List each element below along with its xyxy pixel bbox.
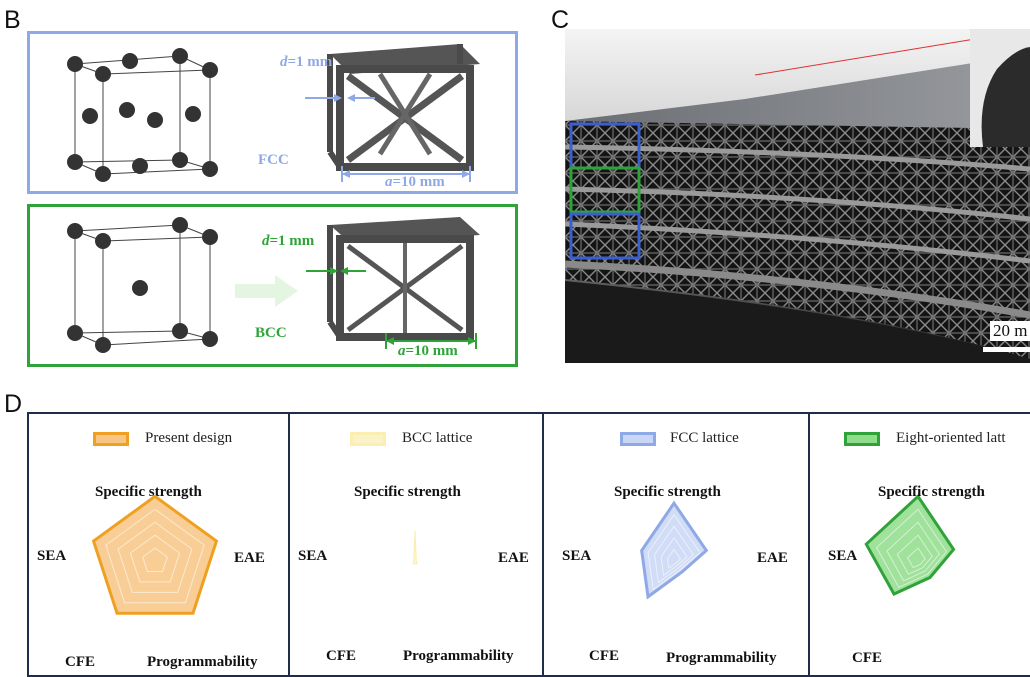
atom bbox=[185, 106, 201, 122]
radar-inner-ring bbox=[660, 536, 688, 577]
atom bbox=[67, 56, 83, 72]
atom bbox=[202, 161, 218, 177]
radar-chart bbox=[91, 494, 219, 615]
atom bbox=[119, 102, 135, 118]
atom bbox=[202, 229, 218, 245]
radar-inner-ring bbox=[886, 521, 940, 582]
axis-label-specific-strength: Specific strength bbox=[354, 484, 461, 500]
radar-panel-fcc-lattice: FCC lattice Specific strength EAE Progra… bbox=[542, 412, 810, 677]
axis-label-sea: SEA bbox=[298, 548, 328, 564]
atom bbox=[95, 233, 111, 249]
axis-label-eae: EAE bbox=[757, 550, 788, 566]
atom bbox=[67, 325, 83, 341]
atom bbox=[67, 223, 83, 239]
legend-swatch bbox=[844, 432, 880, 446]
fcc-atom-diagram bbox=[67, 44, 480, 182]
photo-illustration bbox=[565, 29, 1030, 363]
radar-chart bbox=[412, 530, 418, 565]
atom bbox=[202, 62, 218, 78]
arrow-icon bbox=[235, 275, 298, 307]
fcc-lattice-model bbox=[327, 44, 480, 171]
atom bbox=[172, 48, 188, 64]
legend-swatch bbox=[350, 432, 386, 446]
atom bbox=[95, 166, 111, 182]
atom bbox=[172, 217, 188, 233]
bcc-box: d=1 mm BCC a=10 mm bbox=[27, 204, 518, 367]
atom bbox=[172, 323, 188, 339]
radar-inner-ring bbox=[907, 547, 926, 569]
fcc-a-label: a=10 mm bbox=[385, 174, 445, 190]
bcc-highlight-box bbox=[569, 166, 641, 214]
panel-letter-c: C bbox=[551, 6, 570, 34]
bcc-atom-diagram bbox=[67, 217, 480, 353]
bcc-d-label: d=1 mm bbox=[262, 233, 315, 249]
atom bbox=[95, 66, 111, 82]
radar-inner-ring bbox=[129, 534, 181, 583]
scale-bar-label: 20 m bbox=[990, 321, 1030, 341]
radar-inner-ring bbox=[117, 521, 193, 593]
radar-panel-eight-oriented-lattice: Eight-oriented latt Specific strength SE… bbox=[808, 412, 1030, 677]
radar-inner-ring bbox=[105, 508, 205, 604]
radar-series-polygon bbox=[412, 530, 418, 565]
legend-label: FCC lattice bbox=[670, 430, 739, 446]
bcc-a-label: a=10 mm bbox=[398, 343, 458, 359]
fcc-d-label: d=1 mm bbox=[280, 54, 333, 70]
axis-label-sea: SEA bbox=[37, 548, 67, 564]
atom bbox=[82, 108, 98, 124]
axis-label-specific-strength: Specific strength bbox=[614, 484, 721, 500]
axis-label-specific-strength: Specific strength bbox=[878, 484, 985, 500]
axis-label-programmability: Programmability bbox=[666, 650, 777, 666]
fcc-name-label: FCC bbox=[258, 152, 289, 168]
axis-label-sea: SEA bbox=[562, 548, 592, 564]
fcc-highlight-box-lower bbox=[569, 212, 641, 260]
atom bbox=[67, 154, 83, 170]
legend-swatch bbox=[93, 432, 129, 446]
legend-label: Present design bbox=[145, 430, 233, 446]
radar-chart bbox=[640, 500, 709, 600]
axis-label-cfe: CFE bbox=[326, 648, 356, 664]
legend-label: BCC lattice bbox=[402, 430, 473, 446]
axis-label-eae: EAE bbox=[234, 550, 265, 566]
axis-label-eae: EAE bbox=[498, 550, 529, 566]
scale-bar bbox=[983, 347, 1030, 352]
atom bbox=[95, 337, 111, 353]
axis-label-specific-strength: Specific strength bbox=[95, 484, 202, 500]
radar-inner-ring bbox=[896, 534, 933, 575]
axis-label-cfe: CFE bbox=[852, 650, 882, 666]
radar-inner-ring bbox=[142, 547, 168, 572]
radar-inner-ring bbox=[875, 508, 948, 589]
atom bbox=[122, 53, 138, 69]
radar-chart bbox=[864, 494, 956, 596]
axis-label-cfe: CFE bbox=[65, 654, 95, 670]
radar-series-polygon bbox=[91, 494, 219, 615]
bcc-name-label: BCC bbox=[255, 325, 287, 341]
bcc-lattice-model bbox=[327, 217, 480, 341]
radar-inner-ring bbox=[667, 548, 682, 570]
panel-letter-b: B bbox=[4, 6, 21, 34]
atom bbox=[147, 112, 163, 128]
panel-letter-d: D bbox=[4, 390, 23, 418]
radar-inner-ring bbox=[654, 525, 695, 584]
printed-lattice-photo: 20 m bbox=[565, 29, 1030, 363]
fcc-box: d=1 mm FCC a=10 mm bbox=[27, 31, 518, 194]
atom bbox=[202, 331, 218, 347]
atom bbox=[132, 158, 148, 174]
axis-label-sea: SEA bbox=[828, 548, 858, 564]
radar-panel-bcc-lattice: BCC lattice Specific strength EAE Progra… bbox=[288, 412, 544, 677]
axis-label-cfe: CFE bbox=[589, 648, 619, 664]
radar-panel-present-design: Present design Specific strength EAE Pro… bbox=[27, 412, 290, 677]
axis-label-programmability: Programmability bbox=[403, 648, 514, 664]
atom bbox=[132, 280, 148, 296]
legend-swatch bbox=[620, 432, 656, 446]
radar-inner-ring bbox=[647, 513, 701, 591]
atom bbox=[172, 152, 188, 168]
axis-label-programmability: Programmability bbox=[147, 654, 258, 670]
legend-label: Eight-oriented latt bbox=[896, 430, 1006, 446]
